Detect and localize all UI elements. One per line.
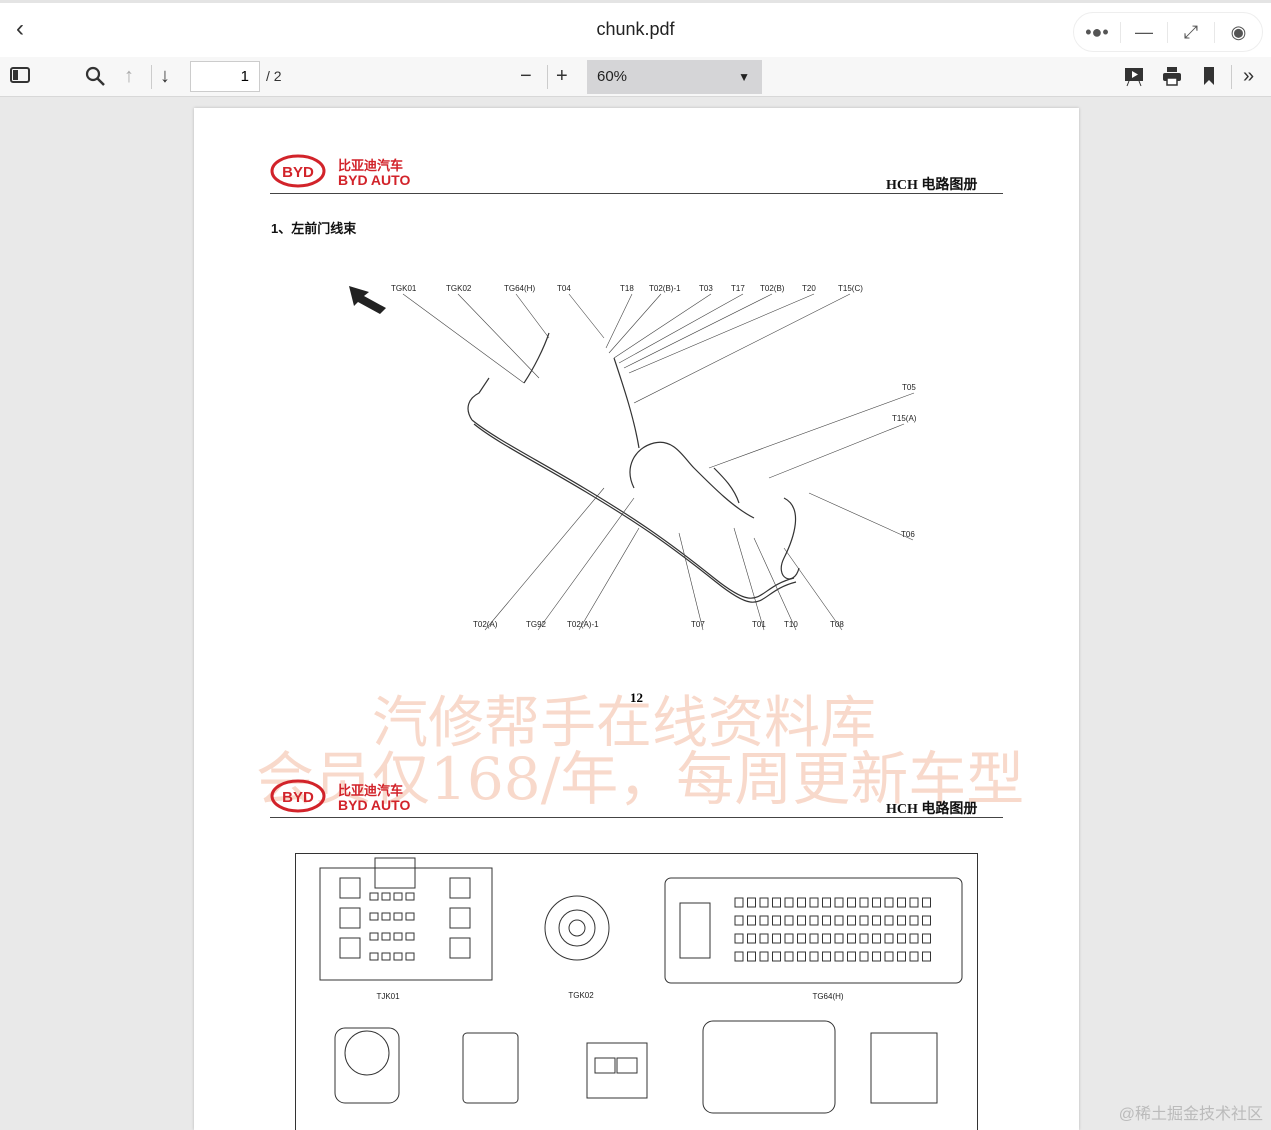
print-icon[interactable] <box>1161 65 1183 92</box>
harness-label: TGK01 <box>391 284 417 293</box>
document-title: chunk.pdf <box>596 19 675 39</box>
zoom-in-icon[interactable]: + <box>556 65 568 87</box>
harness-label: T04 <box>557 284 571 293</box>
harness-label: T15(A) <box>892 414 917 423</box>
harness-label: T02(B)-1 <box>649 284 681 293</box>
zoom-out-icon[interactable]: − <box>520 65 532 87</box>
chevron-down-icon: ▼ <box>738 70 750 84</box>
leader-line <box>768 423 905 479</box>
harness-label: T08 <box>830 620 844 629</box>
leader-line <box>537 497 635 631</box>
sidebar-toggle-icon[interactable] <box>9 65 31 90</box>
connector-tg64h <box>664 877 963 984</box>
leader-line <box>568 293 605 339</box>
title-bar: ‹ chunk.pdf •●• — ⤢ ◉ <box>0 3 1271 57</box>
leader-line <box>457 293 540 379</box>
harness-label: T18 <box>620 284 634 293</box>
connector-table: TJK01 TGK02 TG64(H) <box>295 853 978 1130</box>
window-controls: •●• — ⤢ ◉ <box>1073 12 1263 52</box>
bookmark-icon[interactable] <box>1202 65 1216 92</box>
more-tools-icon[interactable]: » <box>1243 65 1255 87</box>
leader-line <box>618 293 744 364</box>
minimize-icon[interactable]: — <box>1122 21 1168 43</box>
leader-line <box>605 293 633 349</box>
watermark-line1: 汽修帮手在线资料库 <box>372 691 876 756</box>
connector-label-tg64h: TG64(H) <box>812 992 843 1001</box>
leader-line <box>628 293 815 374</box>
pdf-toolbar: ↑ ↓ 1 / 2 − + 60% ▼ » <box>0 57 1271 97</box>
search-icon[interactable] <box>84 65 106 92</box>
header-title: HCH 电路图册 <box>886 178 978 193</box>
header-rule-2 <box>270 817 1003 818</box>
harness-label: T02(A) <box>473 620 498 629</box>
pdf-page: BYD 比亚迪汽车 BYD AUTO HCH 电路图册 1、左前门线束 TGK0… <box>194 108 1079 1130</box>
brand-cn-2: 比亚迪汽车 <box>338 783 403 799</box>
connector-tjk01 <box>319 867 493 981</box>
watermark-signature: @稀土掘金技术社区 <box>1118 1106 1263 1123</box>
next-page-icon[interactable]: ↓ <box>160 65 170 87</box>
harness-label: TGK02 <box>446 284 472 293</box>
back-icon[interactable]: ‹ <box>16 15 24 42</box>
leader-line <box>608 293 662 354</box>
leader-line <box>402 293 525 384</box>
more-icon[interactable]: •●• <box>1075 21 1121 43</box>
harness-label: T03 <box>699 284 713 293</box>
connector-label-tjk01: TJK01 <box>376 992 400 1001</box>
brand-en-2: BYD AUTO <box>338 797 410 813</box>
leader-line <box>623 293 773 369</box>
header-title-2: HCH 电路图册 <box>886 802 978 817</box>
window-top-edge <box>0 0 1271 3</box>
harness-label: T10 <box>784 620 798 629</box>
leader-line <box>808 492 914 541</box>
harness-label: T01 <box>752 620 766 629</box>
svg-text:BYD: BYD <box>282 789 314 806</box>
connector-tgk02 <box>544 895 610 961</box>
restore-icon[interactable]: ⤢ <box>1169 21 1215 43</box>
harness-label: T20 <box>802 284 816 293</box>
harness-label: TG64(H) <box>504 284 535 293</box>
leader-line <box>733 527 765 631</box>
brand-en: BYD AUTO <box>338 172 410 188</box>
leader-line <box>783 547 843 631</box>
byd-logo-2: BYD 比亚迪汽车 BYD AUTO <box>270 779 410 813</box>
harness-label: T05 <box>902 383 916 392</box>
harness-wires <box>467 332 800 603</box>
byd-logo: BYD 比亚迪汽车 BYD AUTO <box>270 154 410 188</box>
section-title: 1、左前门线束 <box>271 221 357 236</box>
previous-page-icon[interactable]: ↑ <box>124 65 134 87</box>
zoom-select[interactable]: 60% ▼ <box>587 60 762 94</box>
page-number-input[interactable]: 1 <box>190 61 260 92</box>
leader-line <box>678 532 704 631</box>
leader-line <box>613 293 712 359</box>
harness-label: T17 <box>731 284 745 293</box>
leader-line <box>753 537 797 631</box>
harness-label: T15(C) <box>838 284 863 293</box>
direction-arrow-icon <box>349 286 386 314</box>
harness-label: TG92 <box>526 620 547 629</box>
brand-cn: 比亚迪汽车 <box>338 158 403 174</box>
zoom-value: 60% <box>597 68 628 85</box>
harness-label: T07 <box>691 620 705 629</box>
page-total: / 2 <box>266 68 282 84</box>
presentation-icon[interactable] <box>1123 65 1145 92</box>
leader-line <box>633 293 851 404</box>
leader-line <box>515 293 550 339</box>
watermark-line2: 会员仅168/年，每周更新车型 <box>256 745 1025 813</box>
harness-label: T02(A)-1 <box>567 620 599 629</box>
connector-label-tgk02: TGK02 <box>568 991 594 1000</box>
page-number: 12 <box>630 690 643 705</box>
leader-line <box>708 392 915 469</box>
header-rule <box>270 193 1003 194</box>
svg-text:BYD: BYD <box>282 164 314 181</box>
harness-label: T02(B) <box>760 284 785 293</box>
leader-line <box>484 487 605 631</box>
record-icon[interactable]: ◉ <box>1230 21 1247 42</box>
leader-line <box>578 527 640 631</box>
harness-label: T06 <box>901 530 915 539</box>
